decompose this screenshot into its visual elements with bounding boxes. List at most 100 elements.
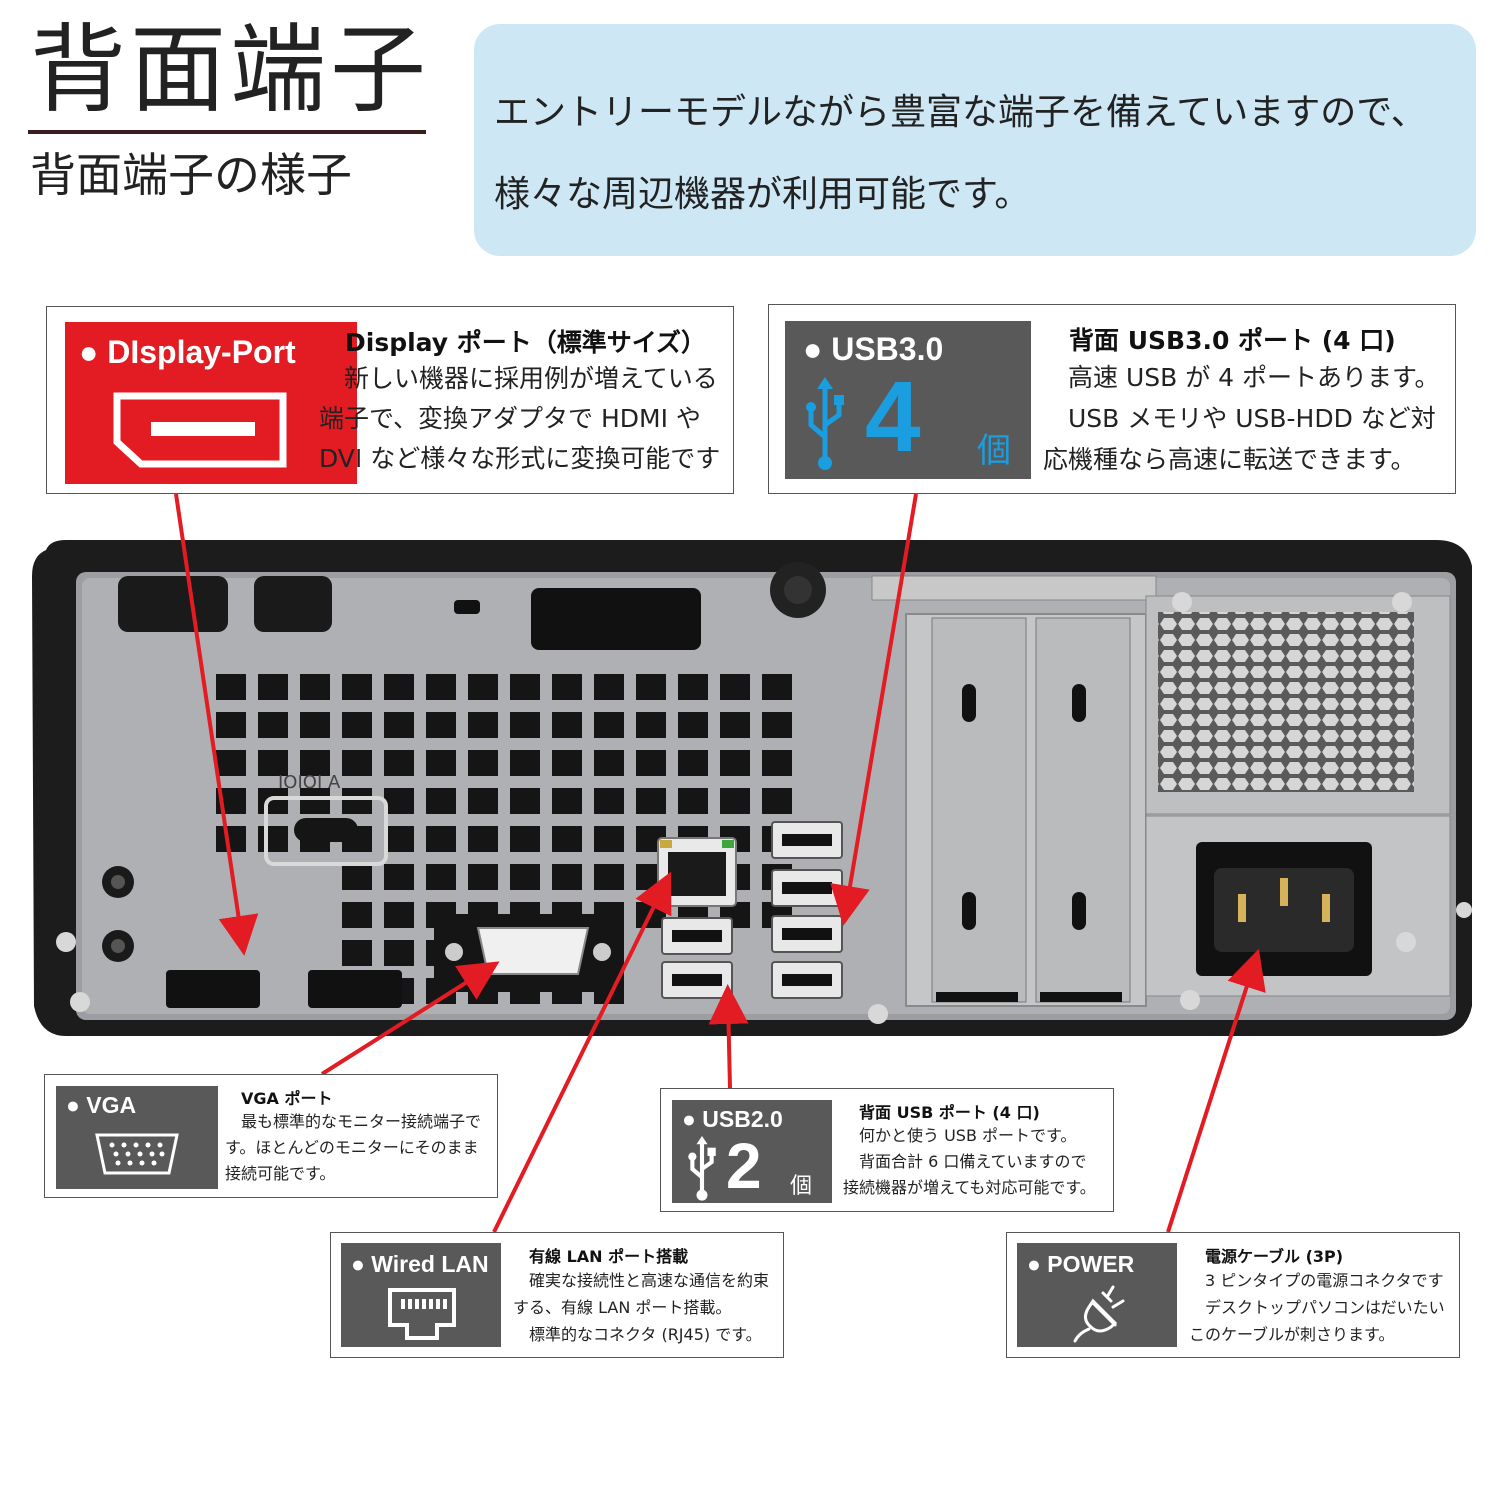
usb2-body: 何かと使う USB ポートです。 背面合計 6 口備えていますので 接続機器が増… [843, 1123, 1096, 1201]
displayport-badge: ● DIsplay-Port [65, 322, 357, 484]
power-body-line: デスクトップパソコンはだいたい [1189, 1298, 1445, 1317]
power-body: 3 ピンタイプの電源コネクタです デスクトップパソコンはだいたい このケーブルが… [1189, 1267, 1445, 1348]
vent-hole [552, 788, 582, 814]
lan-badge: ● Wired LAN [341, 1243, 501, 1347]
usb3-count: 4 [865, 361, 921, 473]
vent-hole [678, 674, 708, 700]
displayport-title: Display ポート（標準サイズ） [345, 328, 707, 357]
vent-hole [300, 788, 330, 814]
intro-line-1: エントリーモデルながら豊富な端子を備えていますので、 [494, 92, 1427, 133]
vent-hole [384, 750, 414, 776]
vent-hole [720, 788, 750, 814]
usb3-body: 高速 USB が 4 ポートあります。 USB メモリや USB-HDD など対… [1043, 357, 1440, 480]
lan-badge-label: ● Wired LAN [351, 1251, 489, 1277]
power-title: 電源ケーブル (3P) [1205, 1247, 1344, 1266]
usb3-title: 背面 USB3.0 ポート (4 口) [1069, 326, 1396, 355]
intro-line-2: 様々な周辺機器が利用可能です。 [494, 174, 1031, 215]
vent-hole [552, 750, 582, 776]
usb2-badge: ● USB2.0 2 個 [672, 1100, 832, 1203]
vent-hole [678, 788, 708, 814]
lan-body-line: する、有線 LAN ポート搭載。 [513, 1298, 732, 1317]
vent-hole [594, 788, 624, 814]
usb3-badge: ● USB3.0 4 個 [785, 321, 1031, 479]
displayport-body-line: DVI など様々な形式に変換可能です [319, 444, 721, 473]
usb3-badge-label: ● USB3.0 [803, 331, 944, 367]
usb2-count: 2 [726, 1130, 762, 1202]
vent-hole [510, 864, 540, 890]
vga-body-line: す。ほとんどのモニターにそのまま [225, 1138, 479, 1157]
page-subtitle: 背面端子の様子 [30, 148, 352, 202]
vent-hole [384, 826, 414, 852]
power-badge-label: ● POWER [1027, 1251, 1135, 1277]
vent-hole [510, 674, 540, 700]
lan-body-line: 確実な接続性と高速な通信を約束 [513, 1271, 770, 1290]
vga-body-line: 接続可能です。 [225, 1164, 336, 1183]
vent-hole [468, 826, 498, 852]
vent-hole [468, 750, 498, 776]
displayport-body-line: 端子で、変換アダプタで HDMI や [319, 404, 701, 433]
vent-hole [426, 864, 456, 890]
intro-box: エントリーモデルながら豊富な端子を備えていますので、 様々な周辺機器が利用可能で… [474, 24, 1476, 256]
power-body-line: このケーブルが刺さります。 [1189, 1325, 1395, 1344]
vent-hole [426, 788, 456, 814]
vent-hole [720, 750, 750, 776]
vga-card: ● VGA VGA ポート 最も標準的なモニター接続端子で す。ほとんどのモニタ… [44, 1074, 498, 1198]
vent-hole [258, 712, 288, 738]
vent-hole [426, 826, 456, 852]
vent-hole [342, 864, 372, 890]
vent-hole [300, 712, 330, 738]
ethernet-port-icon [388, 1288, 456, 1340]
vent-hole [510, 712, 540, 738]
panel-code: IOIOI A [278, 772, 341, 793]
vent-hole [468, 712, 498, 738]
vent-hole [216, 788, 246, 814]
power-plug-icon [1073, 1285, 1125, 1343]
vga-title: VGA ポート [241, 1089, 333, 1108]
title-divider [28, 130, 426, 134]
vent-hole [552, 864, 582, 890]
vent-hole [300, 750, 330, 776]
vent-hole [342, 902, 372, 928]
vent-hole [426, 750, 456, 776]
vent-hole [762, 750, 792, 776]
usb2-count-unit: 個 [790, 1173, 813, 1198]
usb-icon [806, 377, 844, 470]
vent-hole [300, 674, 330, 700]
usb3-body-line: 応機種なら高速に転送できます。 [1043, 445, 1416, 474]
vent-hole [678, 712, 708, 738]
vent-hole [384, 902, 414, 928]
vent-hole [762, 712, 792, 738]
vent-hole [258, 788, 288, 814]
vent-hole [510, 826, 540, 852]
vent-hole [258, 750, 288, 776]
vent-hole [258, 826, 288, 852]
vent-hole [216, 712, 246, 738]
usb-icon [688, 1136, 716, 1201]
vent-hole [384, 712, 414, 738]
vent-hole [384, 940, 414, 966]
lan-body: 確実な接続性と高速な通信を約束 する、有線 LAN ポート搭載。 標準的なコネク… [513, 1267, 769, 1348]
vent-hole [342, 712, 372, 738]
vga-icon [95, 1133, 179, 1175]
vent-hole [762, 674, 792, 700]
vent-hole [216, 750, 246, 776]
usb2-card: ● USB2.0 2 個 背面 USB ポート (4 口) 何かと使う USB … [660, 1088, 1114, 1212]
vent-hole [342, 750, 372, 776]
vent-hole [552, 674, 582, 700]
power-body-line: 3 ピンタイプの電源コネクタです [1189, 1271, 1444, 1290]
usb2-badge-label: ● USB2.0 [682, 1106, 783, 1132]
vent-hole [762, 788, 792, 814]
vent-hole [216, 674, 246, 700]
vent-hole [594, 826, 624, 852]
lan-card: ● Wired LAN 有線 LAN ポート搭載 確実な接続性と高速な通信を約束… [330, 1232, 784, 1358]
vent-hole [342, 788, 372, 814]
vga-badge: ● VGA [56, 1086, 218, 1189]
vent-hole [720, 674, 750, 700]
usb2-body-line: 接続機器が増えても対応可能です。 [843, 1178, 1096, 1197]
usb2-title: 背面 USB ポート (4 口) [859, 1103, 1040, 1122]
vent-hole [426, 712, 456, 738]
vent-hole [384, 788, 414, 814]
vent-hole [678, 750, 708, 776]
vent-hole [468, 788, 498, 814]
vent-hole [552, 712, 582, 738]
